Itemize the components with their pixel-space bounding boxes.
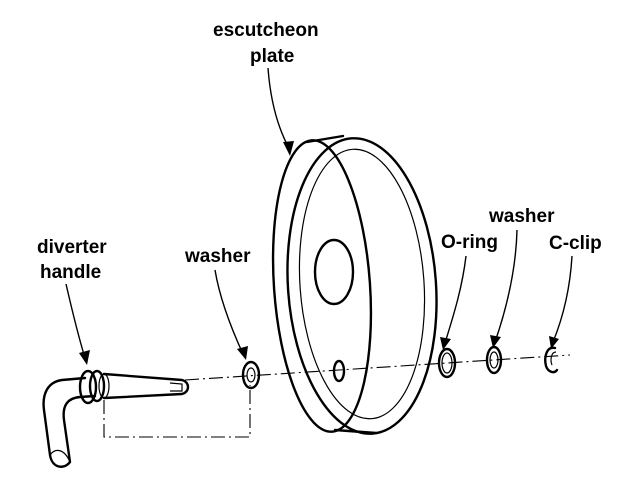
leader-cclip-arrow: [549, 336, 559, 349]
label-diverter-line2: handle: [40, 262, 101, 283]
label-washer-right: washer: [488, 206, 555, 227]
label-escutcheon-line1: escutcheon: [213, 20, 319, 41]
leader-diverter: [65, 283, 86, 359]
label-washer-left: washer: [184, 246, 251, 267]
escutcheon-plate: [271, 134, 438, 435]
leader-diverter-arrow: [79, 350, 90, 365]
leader-washer-left: [214, 269, 244, 355]
leader-cclip: [552, 255, 573, 343]
leader-escutcheon-arrow: [283, 141, 294, 156]
assembly-axis-offset: [103, 385, 251, 438]
label-diverter-line1: diverter: [37, 237, 107, 258]
o-ring: [437, 347, 457, 379]
label-cclip: C-clip: [549, 233, 602, 254]
c-clip: [544, 346, 559, 374]
assembly-axis: [184, 354, 571, 381]
diverter-handle: [42, 369, 190, 468]
leader-oring-arrow: [440, 337, 451, 350]
leader-washer-right-arrow: [490, 335, 501, 348]
washer-left: [241, 360, 261, 390]
washer-right: [485, 345, 503, 375]
leader-washer-right: [494, 229, 518, 343]
label-oring: O-ring: [441, 232, 498, 253]
leader-escutcheon: [267, 67, 291, 151]
leader-washer-left-arrow: [237, 346, 248, 360]
leader-oring: [444, 255, 467, 344]
label-escutcheon-line2: plate: [250, 46, 294, 67]
